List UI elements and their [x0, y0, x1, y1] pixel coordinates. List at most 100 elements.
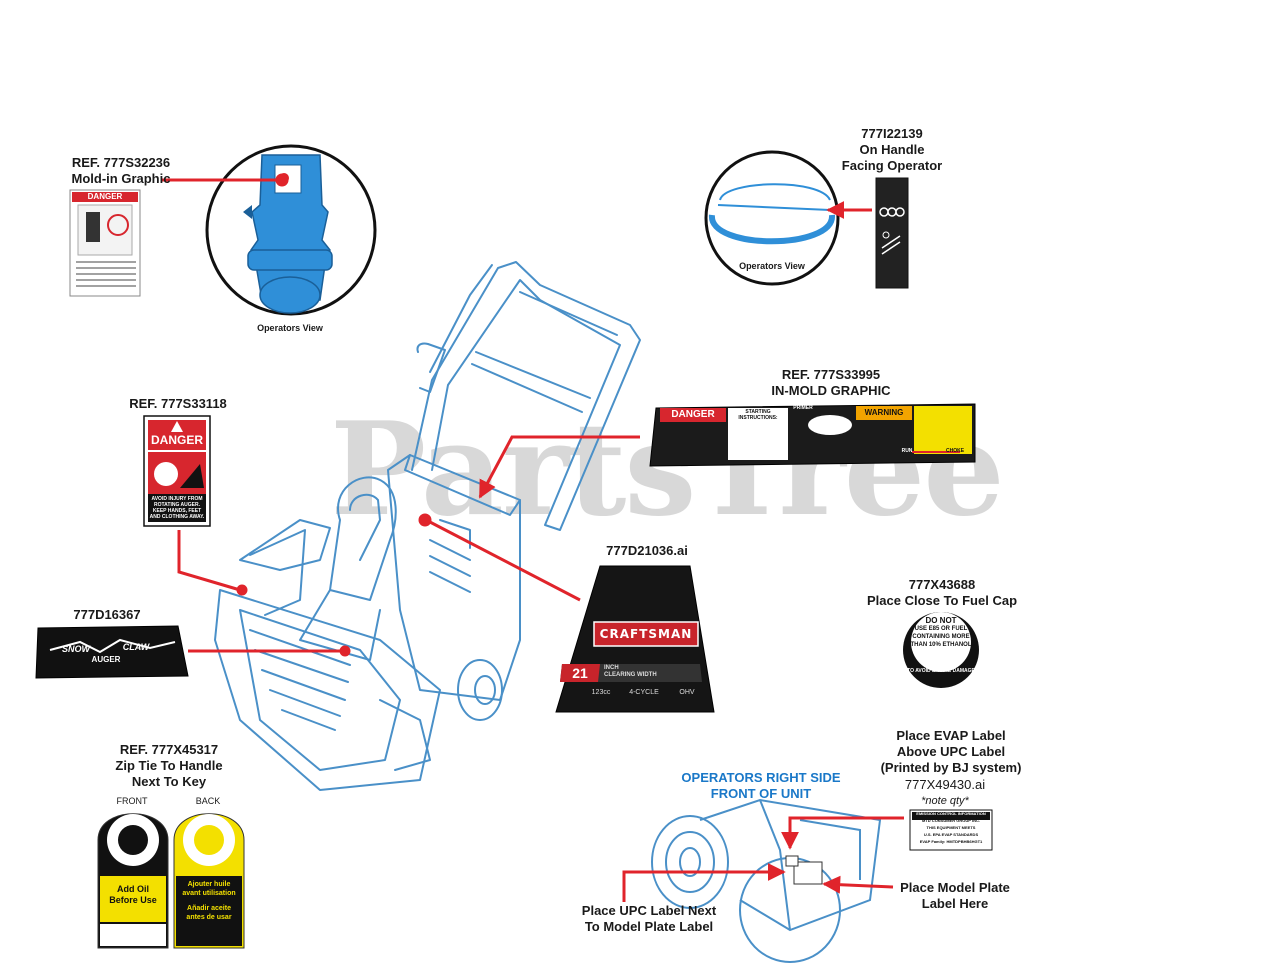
label-model-plate: Place Model Plate Label Here — [890, 880, 1020, 912]
model-plate-line: Label Here — [921, 896, 989, 911]
operators-view-label-right: Operators View — [739, 261, 805, 271]
operators-view-label-left: Operators View — [257, 323, 323, 333]
decal-777s33995-run: RUN — [901, 448, 913, 454]
decal-text-line: USE E85 OR FUEL — [914, 626, 968, 632]
label-777x49430: 777X49430.ai — [904, 777, 986, 792]
label-777x45317: REF. 777X45317 Zip Tie To Handle Next To… — [104, 742, 234, 790]
decal-text-line: antes de usar — [186, 914, 232, 921]
decal-text-line: MTD CONSUMER GROUP INC. — [922, 818, 980, 823]
decal-fuel-cap-ring: TO AVOID ENGINE DAMAGE — [907, 668, 975, 674]
decal-777d21036 — [555, 565, 715, 713]
decal-text-line: EMISSION CONTROL INFORMATION — [916, 811, 986, 816]
decal-777s33995-starting: STARTING INSTRUCTIONS: — [730, 409, 786, 421]
leader-lines-lower — [622, 816, 904, 902]
decal-craftsman-width-text: INCH CLEARING WIDTH — [604, 665, 700, 679]
decal-777s33995-primer: PRIMER — [793, 405, 813, 411]
ref-number: REF. 777S32236 — [71, 155, 171, 170]
decal-777s33118-text: AVOID INJURY FROM ROTATING AUGER. KEEP H… — [148, 496, 206, 520]
ref-description: Place Close To Fuel Cap — [866, 593, 1018, 608]
decal-text-line: Ajouter huile — [187, 881, 231, 888]
ref-number: REF. 777X45317 — [119, 742, 219, 757]
label-operators-right-side: OPERATORS RIGHT SIDE FRONT OF UNIT — [676, 770, 846, 802]
decal-craftsman-cycle: 4-CYCLE — [629, 689, 659, 696]
ref-number: REF. 777S33995 — [781, 367, 881, 382]
decal-auger: AUGER — [91, 655, 121, 664]
decal-text-line: AVOID INJURY FROM — [151, 496, 203, 502]
label-777d16367: 777D16367 — [73, 607, 141, 622]
ref-description: IN-MOLD GRAPHIC — [771, 383, 891, 398]
decal-emission-text: EMISSION CONTROL INFORMATION MTD CONSUME… — [910, 810, 992, 845]
operators-view-circle-right — [704, 150, 840, 286]
ref-description: On Handle — [859, 142, 925, 157]
ref-description: Next To Key — [131, 774, 207, 789]
ref-description: Zip Tie To Handle — [115, 758, 223, 773]
decal-777s33995 — [649, 403, 976, 467]
decal-oil-back: Ajouter huile avant utilisation Añadir a… — [176, 880, 242, 922]
decal-777x43688 — [903, 612, 979, 688]
decal-text-line: INCH — [604, 665, 619, 671]
heading-line: FRONT OF UNIT — [710, 786, 812, 801]
decal-text-line: Add Oil — [117, 884, 149, 894]
decal-777s33118-danger: DANGER — [150, 433, 203, 447]
front-label: FRONT — [116, 796, 148, 806]
decal-text-line: CONTAINING MORE — [912, 634, 970, 640]
decal-text-line: U.S. EPA EVAP STANDARDS — [923, 832, 979, 837]
ref-description: Facing Operator — [841, 158, 943, 173]
decal-777s32236-danger: DANGER — [87, 192, 123, 201]
decal-777s33995-danger: DANGER — [671, 409, 715, 420]
decal-text-line: THAN 10% ETHANOL — [910, 642, 972, 648]
label-777i22139: 777I22139 On Handle Facing Operator — [832, 126, 952, 174]
decal-claw: CLAW — [122, 642, 150, 652]
label-777s32236: REF. 777S32236 Mold-in Graphic — [56, 155, 186, 187]
evap-line: Place EVAP Label — [896, 728, 1006, 743]
label-evap: Place EVAP Label Above UPC Label (Printe… — [876, 728, 1026, 776]
operators-right-side-detail — [651, 798, 882, 963]
decal-text-line: CLEARING WIDTH — [604, 672, 657, 678]
decal-text-line: avant utilisation — [182, 890, 236, 897]
decal-777d16367 — [35, 625, 189, 679]
heading-line: OPERATORS RIGHT SIDE — [681, 770, 841, 785]
ref-description: Mold-in Graphic — [71, 171, 171, 186]
decal-snow: SNOW — [62, 644, 90, 654]
decal-text-line: Before Use — [109, 895, 157, 905]
model-plate-line: Place Model Plate — [900, 880, 1010, 895]
evap-line: (Printed by BJ system) — [880, 760, 1022, 775]
model-plate-spot — [785, 855, 823, 885]
label-777s33995: REF. 777S33995 IN-MOLD GRAPHIC — [756, 367, 906, 399]
decal-text-line: EVAP Family: HMTDPBHB6HGT1 — [919, 839, 983, 844]
decal-text-line: KEEP HANDS, FEET — [152, 508, 202, 514]
evap-line: Above UPC Label — [896, 744, 1006, 759]
decal-fuel-cap-text: DO NOT USE E85 OR FUEL CONTAINING MORE T… — [906, 617, 976, 649]
leader-lines — [162, 173, 872, 657]
label-777s33118: REF. 777S33118 — [129, 396, 227, 411]
upc-line: Place UPC Label Next — [581, 903, 717, 918]
decal-777x49430 — [909, 809, 993, 851]
decal-text-line: DO NOT — [925, 616, 957, 625]
label-777x43688: 777X43688 Place Close To Fuel Cap — [860, 577, 1024, 609]
operators-view-circle-left — [205, 144, 377, 316]
decal-777s33118 — [143, 415, 211, 527]
decal-craftsman-brand: CRAFTSMAN — [599, 627, 693, 641]
decal-text-line: Añadir aceite — [187, 905, 231, 912]
label-upc: Place UPC Label Next To Model Plate Labe… — [572, 903, 726, 935]
decal-777i22139 — [875, 177, 909, 289]
decal-craftsman-cc: 123cc — [591, 689, 611, 696]
decal-text-line: STARTING — [745, 409, 771, 415]
label-777d21036: 777D21036.ai — [606, 543, 688, 558]
decal-text-line: ROTATING AUGER. — [153, 502, 200, 508]
back-label: BACK — [195, 796, 221, 806]
note-qty: *note qty* — [921, 795, 969, 807]
decal-777x45317 — [97, 813, 245, 949]
decal-777s33995-warning: WARNING — [864, 408, 904, 417]
decal-text-line: AND CLOTHING AWAY. — [149, 514, 205, 520]
decal-craftsman-ohv: OHV — [679, 689, 695, 696]
ref-number: 777I22139 — [861, 126, 923, 141]
decal-777s32236 — [69, 189, 141, 297]
decal-text-line: THIS EQUIPMENT MEETS — [926, 825, 976, 830]
decal-777s33995-choke: CHOKE — [945, 448, 965, 454]
upc-line: To Model Plate Label — [584, 919, 714, 934]
decal-craftsman-width: 21 — [572, 665, 588, 681]
decal-oil-front: Add Oil Before Use — [100, 884, 166, 906]
ref-number: 777X43688 — [908, 577, 976, 592]
